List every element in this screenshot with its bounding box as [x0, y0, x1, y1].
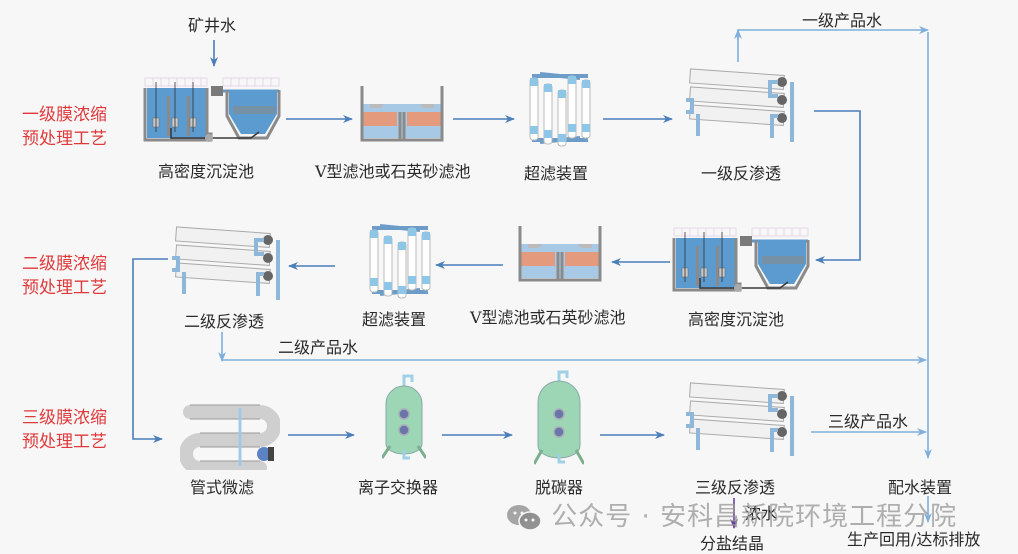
stage1-label: 一级膜浓缩预处理工艺 [22, 105, 107, 149]
r2-vfilter-label: V型滤池或石英砂滤池 [470, 308, 626, 327]
product1-label: 一级产品水 [802, 11, 883, 30]
decarbonizer-icon [534, 370, 584, 465]
stage2-label: 二级膜浓缩预处理工艺 [22, 254, 107, 298]
v-filter-icon [360, 86, 444, 142]
r1-clarifier-label: 高密度沉淀池 [158, 162, 255, 181]
ion-exchanger-icon [382, 374, 426, 460]
product2-label: 二级产品水 [278, 338, 359, 357]
tubular-mf-icon [180, 404, 280, 470]
source-label: 矿井水 [188, 16, 237, 35]
watermark: 公众号 · 安科昌新院环境工程分院 [506, 496, 957, 533]
r1-ro-label: 一级反渗透 [701, 164, 782, 183]
ultrafiltration-icon-2 [369, 224, 431, 299]
concentrate-label: 浓水 [745, 504, 778, 523]
r3-ion-label: 离子交换器 [358, 478, 439, 497]
arrow-r2-to-r3 [132, 258, 168, 443]
r1-uf-label: 超滤装置 [524, 164, 589, 183]
arrow-p1 [737, 26, 929, 62]
arrow-r1-to-r2 [814, 110, 861, 264]
wechat-icon [507, 504, 542, 531]
r3-mf-label: 管式微滤 [190, 478, 255, 497]
r2-clarifier-label: 高密度沉淀池 [688, 310, 785, 329]
distribution-label: 配水装置 [888, 478, 953, 497]
ultrafiltration-icon [529, 72, 591, 147]
product3-label: 三级产品水 [828, 412, 909, 431]
clarifier-icon [143, 77, 281, 142]
ro3-icon [686, 382, 794, 456]
r2-ro-label: 二级反渗透 [184, 312, 265, 331]
r1-vfilter-label: V型滤池或石英砂滤池 [315, 162, 471, 181]
ro1-icon [686, 68, 794, 142]
clarifier-icon-2 [672, 227, 810, 292]
distribution-output-label: 生产回用/达标排放 [847, 530, 981, 549]
r2-uf-label: 超滤装置 [362, 310, 427, 329]
ro2-icon [172, 226, 280, 300]
v-filter-icon-2 [518, 226, 602, 282]
stage3-label: 三级膜浓缩预处理工艺 [22, 408, 107, 452]
r3-ro-label: 三级反渗透 [695, 478, 776, 497]
r3-decarb-label: 脱碳器 [535, 478, 584, 497]
watermark-name: 安科昌新院环境工程分院 [660, 502, 958, 532]
concentrate-output-label: 分盐结晶 [700, 534, 765, 553]
watermark-prefix: 公众号 · [551, 502, 661, 532]
